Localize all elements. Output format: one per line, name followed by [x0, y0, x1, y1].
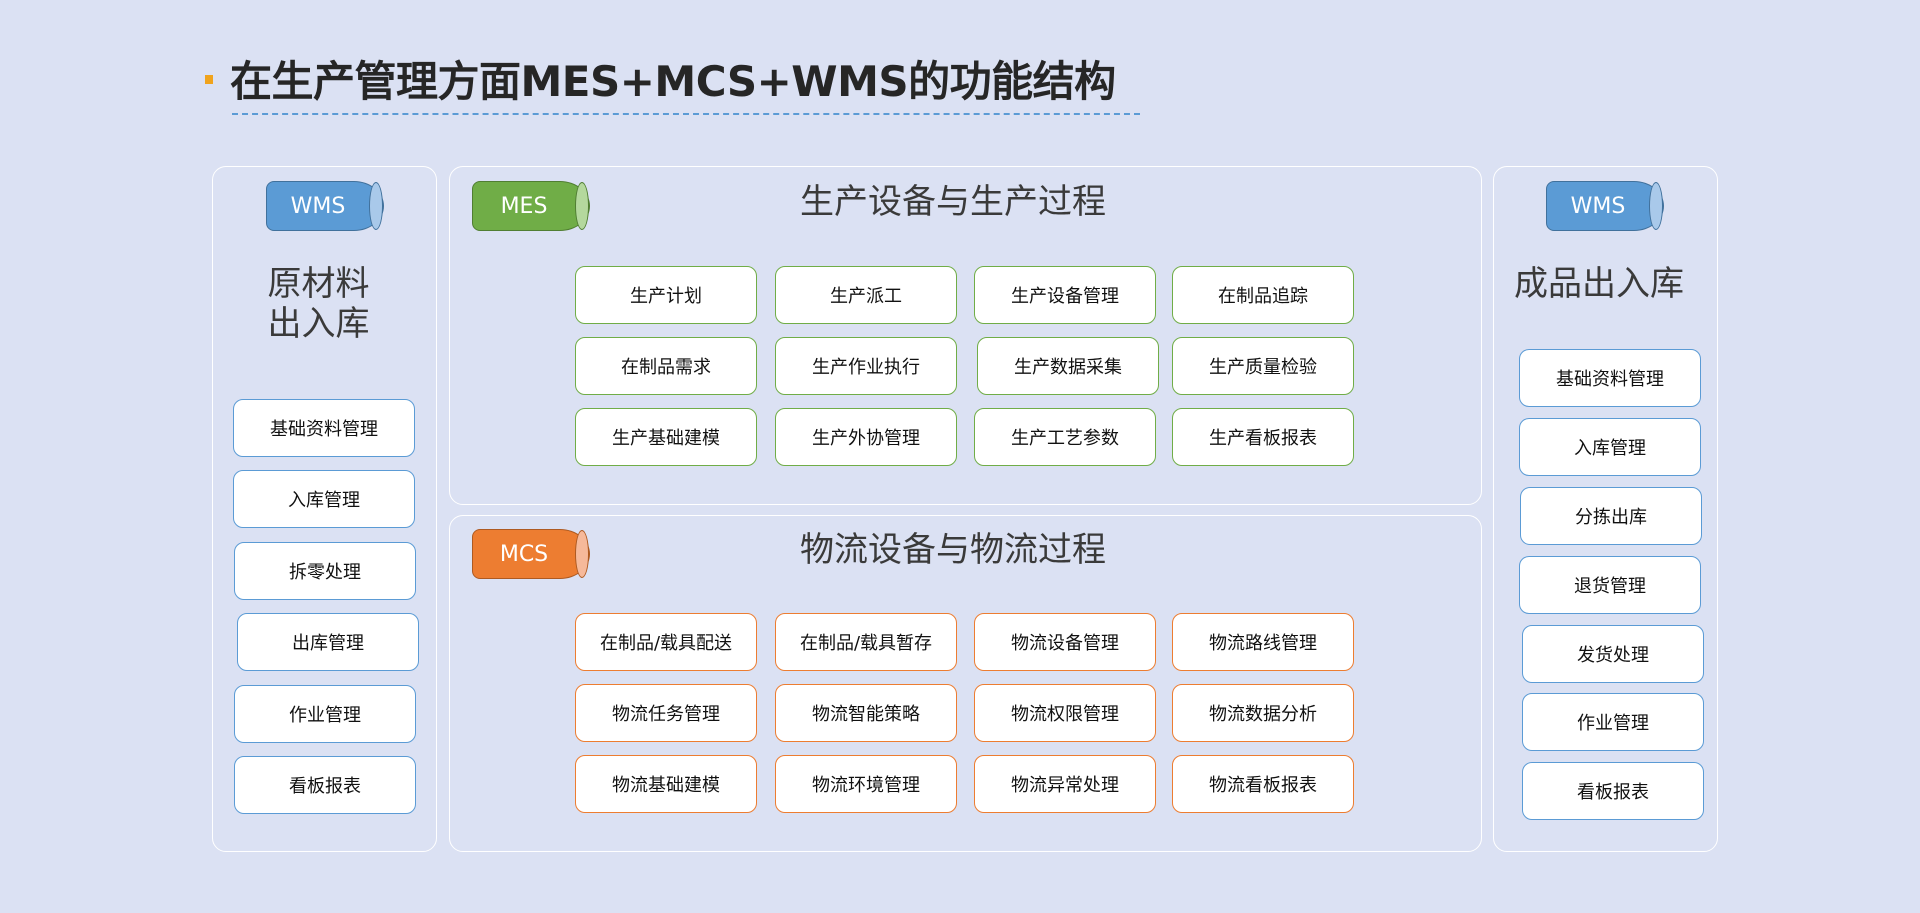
left-item-operation: 作业管理	[234, 685, 416, 743]
raw-material-heading-line2: 出入库	[267, 304, 370, 344]
mcs-item: 物流环境管理	[775, 755, 957, 813]
mes-item: 生产基础建模	[575, 408, 757, 466]
mes-item: 生产看板报表	[1172, 408, 1354, 466]
mes-tag: MES	[472, 181, 590, 231]
right-item-dashboard: 看板报表	[1522, 762, 1704, 820]
mes-item: 生产工艺参数	[974, 408, 1156, 466]
mes-item: 生产数据采集	[977, 337, 1159, 395]
left-item-dashboard: 看板报表	[234, 756, 416, 814]
finished-goods-heading: 成品出入库	[1514, 264, 1684, 304]
right-item-pick-outbound: 分拣出库	[1520, 487, 1702, 545]
left-item-inbound: 入库管理	[233, 470, 415, 528]
right-item-shipping: 发货处理	[1522, 625, 1704, 683]
wms-tag-right: WMS	[1546, 181, 1664, 231]
left-item-outbound: 出库管理	[237, 613, 419, 671]
mcs-item: 物流任务管理	[575, 684, 757, 742]
raw-material-heading-line1: 原材料	[267, 264, 370, 304]
mes-panel	[449, 166, 1482, 505]
mes-item: 在制品需求	[575, 337, 757, 395]
wms-raw-material-panel	[212, 166, 437, 852]
mes-heading: 生产设备与生产过程	[800, 182, 1106, 222]
left-item-split: 拆零处理	[234, 542, 416, 600]
mes-item: 生产计划	[575, 266, 757, 324]
mcs-item: 物流基础建模	[575, 755, 757, 813]
mcs-panel	[449, 515, 1482, 852]
mcs-item: 物流数据分析	[1172, 684, 1354, 742]
mcs-item: 在制品/载具暂存	[775, 613, 957, 671]
title-underline	[232, 113, 1140, 115]
mcs-item: 物流看板报表	[1172, 755, 1354, 813]
mcs-item: 物流权限管理	[974, 684, 1156, 742]
mcs-item: 物流设备管理	[974, 613, 1156, 671]
mes-item: 生产设备管理	[974, 266, 1156, 324]
right-item-returns: 退货管理	[1519, 556, 1701, 614]
mcs-item: 物流路线管理	[1172, 613, 1354, 671]
left-item-basic-data: 基础资料管理	[233, 399, 415, 457]
page-title: 在生产管理方面MES+MCS+WMS的功能结构	[230, 57, 1116, 106]
mes-item: 生产作业执行	[775, 337, 957, 395]
mcs-item: 物流异常处理	[974, 755, 1156, 813]
mcs-heading: 物流设备与物流过程	[800, 530, 1106, 570]
mcs-tag: MCS	[472, 529, 590, 579]
mes-item: 生产外协管理	[775, 408, 957, 466]
wms-tag-left: WMS	[266, 181, 384, 231]
mes-item: 生产派工	[775, 266, 957, 324]
right-item-basic-data: 基础资料管理	[1519, 349, 1701, 407]
title-bullet	[205, 75, 213, 84]
mes-item: 在制品追踪	[1172, 266, 1354, 324]
mcs-item: 在制品/载具配送	[575, 613, 757, 671]
mes-item: 生产质量检验	[1172, 337, 1354, 395]
raw-material-heading: 原材料 出入库	[206, 264, 431, 344]
wms-finished-goods-panel	[1493, 166, 1718, 852]
mcs-item: 物流智能策略	[775, 684, 957, 742]
right-item-operation: 作业管理	[1522, 693, 1704, 751]
right-item-inbound: 入库管理	[1519, 418, 1701, 476]
